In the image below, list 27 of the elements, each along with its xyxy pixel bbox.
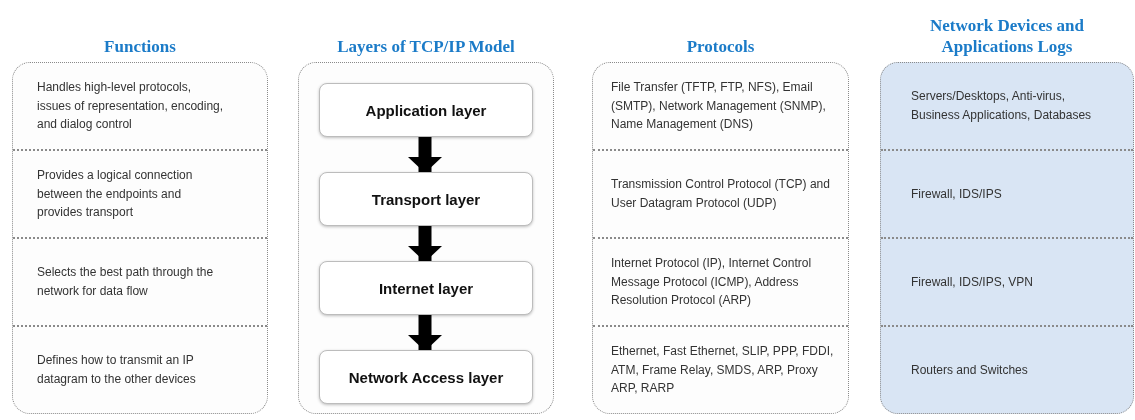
layer-box [319,83,533,137]
layer-name: Transport layer [371,190,481,208]
column-heading: Functions [103,36,177,57]
cell-text: Defines how to transmit an IP datagram to the other devices [37,352,197,388]
cell-text: Handles high-level protocols, issues of representation, encoding, and dialog control [37,79,225,134]
layer-box [319,261,533,315]
cell-text: Firewall, IDS/IPS [911,185,1002,203]
layer-name: Application layer [365,101,487,119]
arrow [408,135,442,173]
cell-text: Ethernet, Fast Ethernet, SLIP, PPP, FDDI, ATM, Frame Relay, SMDS, ARP, Proxy ARP, RARP [611,343,835,398]
cell-text: Internet Protocol (IP), Internet Control Message Protocol (ICMP), Address Resolution Protocol (ARP) [611,255,813,310]
column-heading: Layers of TCP/IP Model [336,36,516,57]
cell-text: Selects the best path through the network for data flow [37,264,215,300]
column-heading: Network Devices and Applications Logs [929,16,1085,57]
arrow [408,224,442,262]
layer-box [319,172,533,226]
cell-text: Routers and Switches [911,361,1028,379]
column-heading: Protocols [685,36,756,57]
cell-text: Firewall, IDS/IPS, VPN [911,273,1034,291]
cell-text: Servers/Desktops, Anti-virus, Business Applications, Databases [911,88,1093,124]
arrow [408,313,442,351]
layer-box [319,350,533,404]
cell-text: Provides a logical connection between the endpoints and provides transport [37,167,194,222]
cell-text: File Transfer (TFTP, FTP, NFS), Email (SMTP), Network Management (SNMP), Name Management (DNS) [611,79,827,134]
cell-text: Transmission Control Protocol (TCP) and User Datagram Protocol (UDP) [611,176,831,212]
layer-name: Network Access layer [348,368,504,386]
layer-name: Internet layer [378,279,474,297]
